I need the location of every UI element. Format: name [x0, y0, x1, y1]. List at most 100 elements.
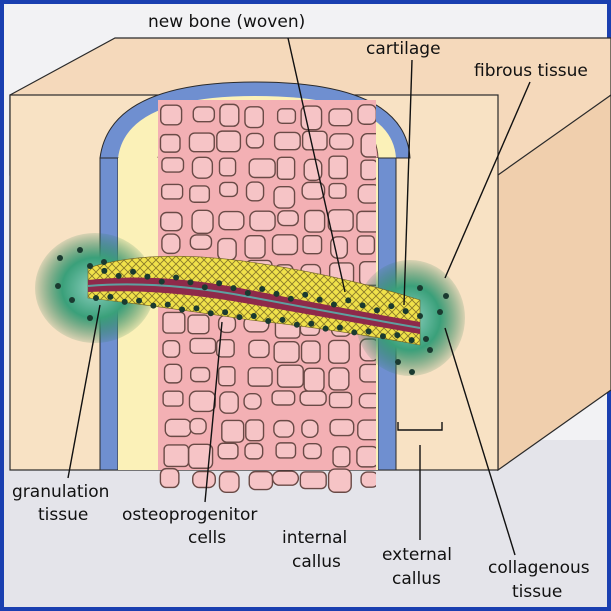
- trabecular-cell: [273, 235, 298, 255]
- cell-dot: [222, 309, 228, 315]
- trabecular-cell: [165, 419, 190, 436]
- cell-dot: [437, 309, 443, 315]
- trabecular-cell: [190, 186, 210, 202]
- cell-dot: [107, 294, 113, 300]
- cell-dot: [230, 285, 236, 291]
- trabecular-cell: [220, 392, 238, 413]
- trabecular-cell: [278, 365, 304, 387]
- cell-dot: [202, 284, 208, 290]
- label-granulation-1: granulation: [12, 482, 109, 502]
- cell-dot: [280, 317, 286, 323]
- trabecular-cell: [302, 341, 321, 363]
- trabecular-cell: [361, 160, 377, 179]
- trabecular-cell: [218, 443, 238, 458]
- trabecular-cell: [278, 109, 296, 124]
- trabecular-cell: [303, 236, 322, 254]
- trabecular-cell: [219, 472, 239, 493]
- cell-dot: [165, 302, 171, 308]
- trabecular-cell: [277, 157, 294, 179]
- trabecular-cell: [162, 184, 183, 199]
- trabecular-cell: [193, 472, 216, 488]
- trabecular-cell: [300, 391, 326, 405]
- trabecular-cell: [190, 338, 215, 353]
- trabecular-cell: [244, 394, 261, 409]
- trabecular-cell: [188, 315, 209, 334]
- cell-dot: [409, 369, 415, 375]
- cell-dot: [136, 298, 142, 304]
- trabecular-cell: [272, 391, 295, 405]
- cell-dot: [288, 296, 294, 302]
- trabecular-cell: [274, 342, 299, 363]
- cell-dot: [409, 337, 415, 343]
- trabecular-cell: [357, 236, 374, 254]
- cell-dot: [374, 307, 380, 313]
- cell-dot: [380, 333, 386, 339]
- cell-dot: [187, 279, 193, 285]
- trabecular-cell: [246, 133, 263, 147]
- cell-dot: [77, 247, 83, 253]
- cell-dot: [93, 295, 99, 301]
- trabecular-cell: [328, 210, 353, 231]
- trabecular-cell: [220, 158, 236, 176]
- trabecular-cell: [190, 419, 206, 434]
- label-cartilage: cartilage: [366, 39, 441, 59]
- cell-dot: [216, 280, 222, 286]
- cell-dot: [69, 297, 75, 303]
- cell-dot: [87, 263, 93, 269]
- label-fibrous-tissue: fibrous tissue: [474, 61, 588, 81]
- trabecular-cell: [161, 212, 182, 230]
- cell-dot: [245, 290, 251, 296]
- trabecular-cell: [300, 472, 326, 489]
- trabecular-cell: [330, 134, 353, 149]
- trabecular-cell: [249, 340, 269, 357]
- cell-dot: [208, 310, 214, 316]
- label-collagenous-2: tissue: [512, 582, 562, 602]
- trabecular-cell: [273, 471, 299, 485]
- trabecular-cell: [163, 341, 180, 358]
- cell-dot: [179, 306, 185, 312]
- trabecular-cell: [163, 391, 183, 406]
- cell-dot: [150, 303, 156, 309]
- cell-dot: [159, 279, 165, 285]
- cell-dot: [236, 314, 242, 320]
- cell-dot: [101, 259, 107, 265]
- cell-dot: [55, 283, 61, 289]
- trabecular-cell: [217, 131, 241, 152]
- trabecular-cell: [246, 420, 264, 441]
- trabecular-cell: [162, 158, 184, 172]
- trabecular-cell: [249, 159, 275, 178]
- cell-dot: [395, 359, 401, 365]
- cell-dot: [274, 291, 280, 297]
- cell-dot: [360, 302, 366, 308]
- cell-dot: [265, 318, 271, 324]
- trabecular-cell: [329, 340, 350, 363]
- cell-dot: [351, 329, 357, 335]
- trabecular-cell: [250, 211, 275, 230]
- trabecular-cell: [329, 469, 352, 492]
- trabecular-cell: [219, 212, 244, 230]
- trabecular-cell: [361, 472, 378, 487]
- trabecular-cell: [305, 211, 325, 233]
- trabecular-cell: [357, 447, 378, 467]
- trabecular-cell: [162, 234, 180, 253]
- cell-dot: [388, 303, 394, 309]
- cell-dot: [417, 285, 423, 291]
- cell-dot: [308, 321, 314, 327]
- label-external-1: external: [382, 545, 452, 565]
- cell-dot: [101, 268, 107, 274]
- cell-dot: [57, 255, 63, 261]
- label-internal-2: callus: [292, 552, 341, 572]
- trabecular-cell: [191, 368, 210, 382]
- trabecular-cell: [193, 107, 214, 122]
- trabecular-cell: [304, 368, 324, 391]
- trabecular-cell: [189, 133, 214, 152]
- trabecular-cell: [220, 104, 239, 126]
- cell-dot: [130, 269, 136, 275]
- cell-dot: [366, 328, 372, 334]
- trabecular-cell: [245, 236, 265, 258]
- label-new-bone: new bone (woven): [148, 12, 305, 32]
- label-granulation-2: tissue: [38, 505, 88, 525]
- trabecular-cell: [274, 421, 294, 437]
- trabecular-cell: [276, 443, 295, 458]
- cell-dot: [87, 315, 93, 321]
